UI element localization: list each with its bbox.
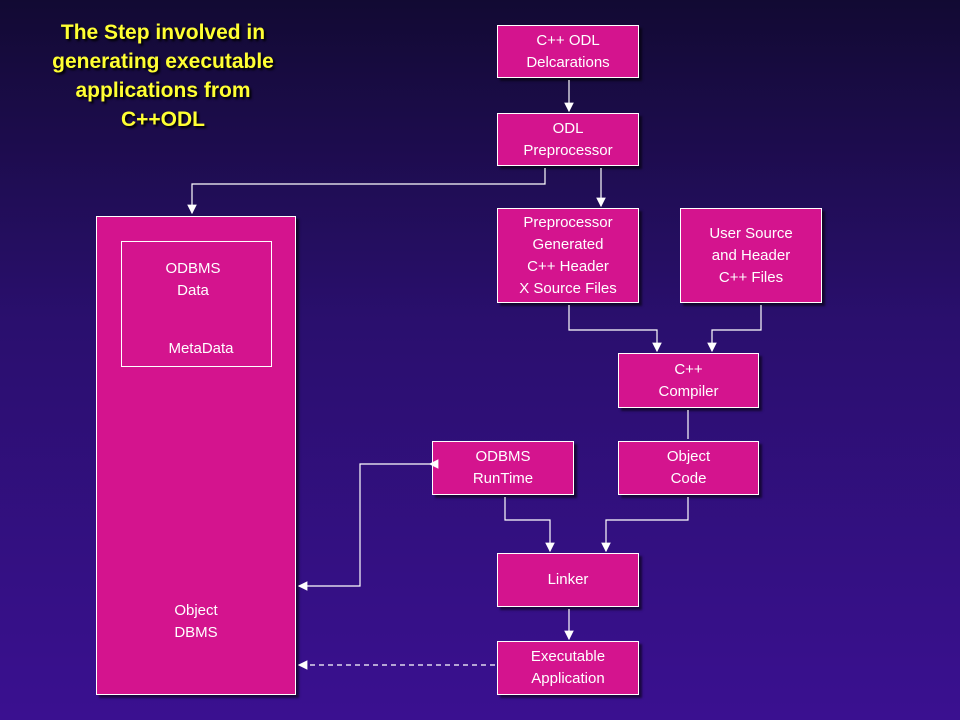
odbms-data-label: ODBMS Data	[165, 260, 221, 299]
arrow-runtime-to-linker	[504, 497, 555, 553]
executable-application-box: Executable Application	[497, 641, 639, 695]
arrow-preproc-to-odbms	[187, 168, 546, 215]
user-source-box: User Source and Header C++ Files	[680, 208, 822, 303]
odbms-runtime-box: ODBMS RunTime	[432, 441, 574, 495]
odbms-data-box	[121, 241, 272, 367]
cpp-odl-declarations-box: C++ ODL Delcarations	[497, 25, 639, 78]
object-code-box: Object Code	[618, 441, 759, 495]
arrow-runtime-odbms-bidirectional	[297, 459, 439, 591]
arrow-usersrc-to-compiler	[707, 305, 762, 353]
linker-box: Linker	[497, 553, 639, 607]
arrow-objcode-to-linker	[601, 497, 689, 553]
cpp-compiler-box: C++ Compiler	[618, 353, 759, 408]
odl-preprocessor-box: ODL Preprocessor	[497, 113, 639, 166]
metadata-label: MetaData	[168, 340, 234, 357]
slide-title: The Step involved in generating executab…	[52, 21, 274, 131]
arrow-generated-to-compiler	[568, 305, 662, 353]
object-dbms-label: Object DBMS	[174, 602, 218, 641]
preprocessor-generated-box: Preprocessor Generated C++ Header X Sour…	[497, 208, 639, 303]
